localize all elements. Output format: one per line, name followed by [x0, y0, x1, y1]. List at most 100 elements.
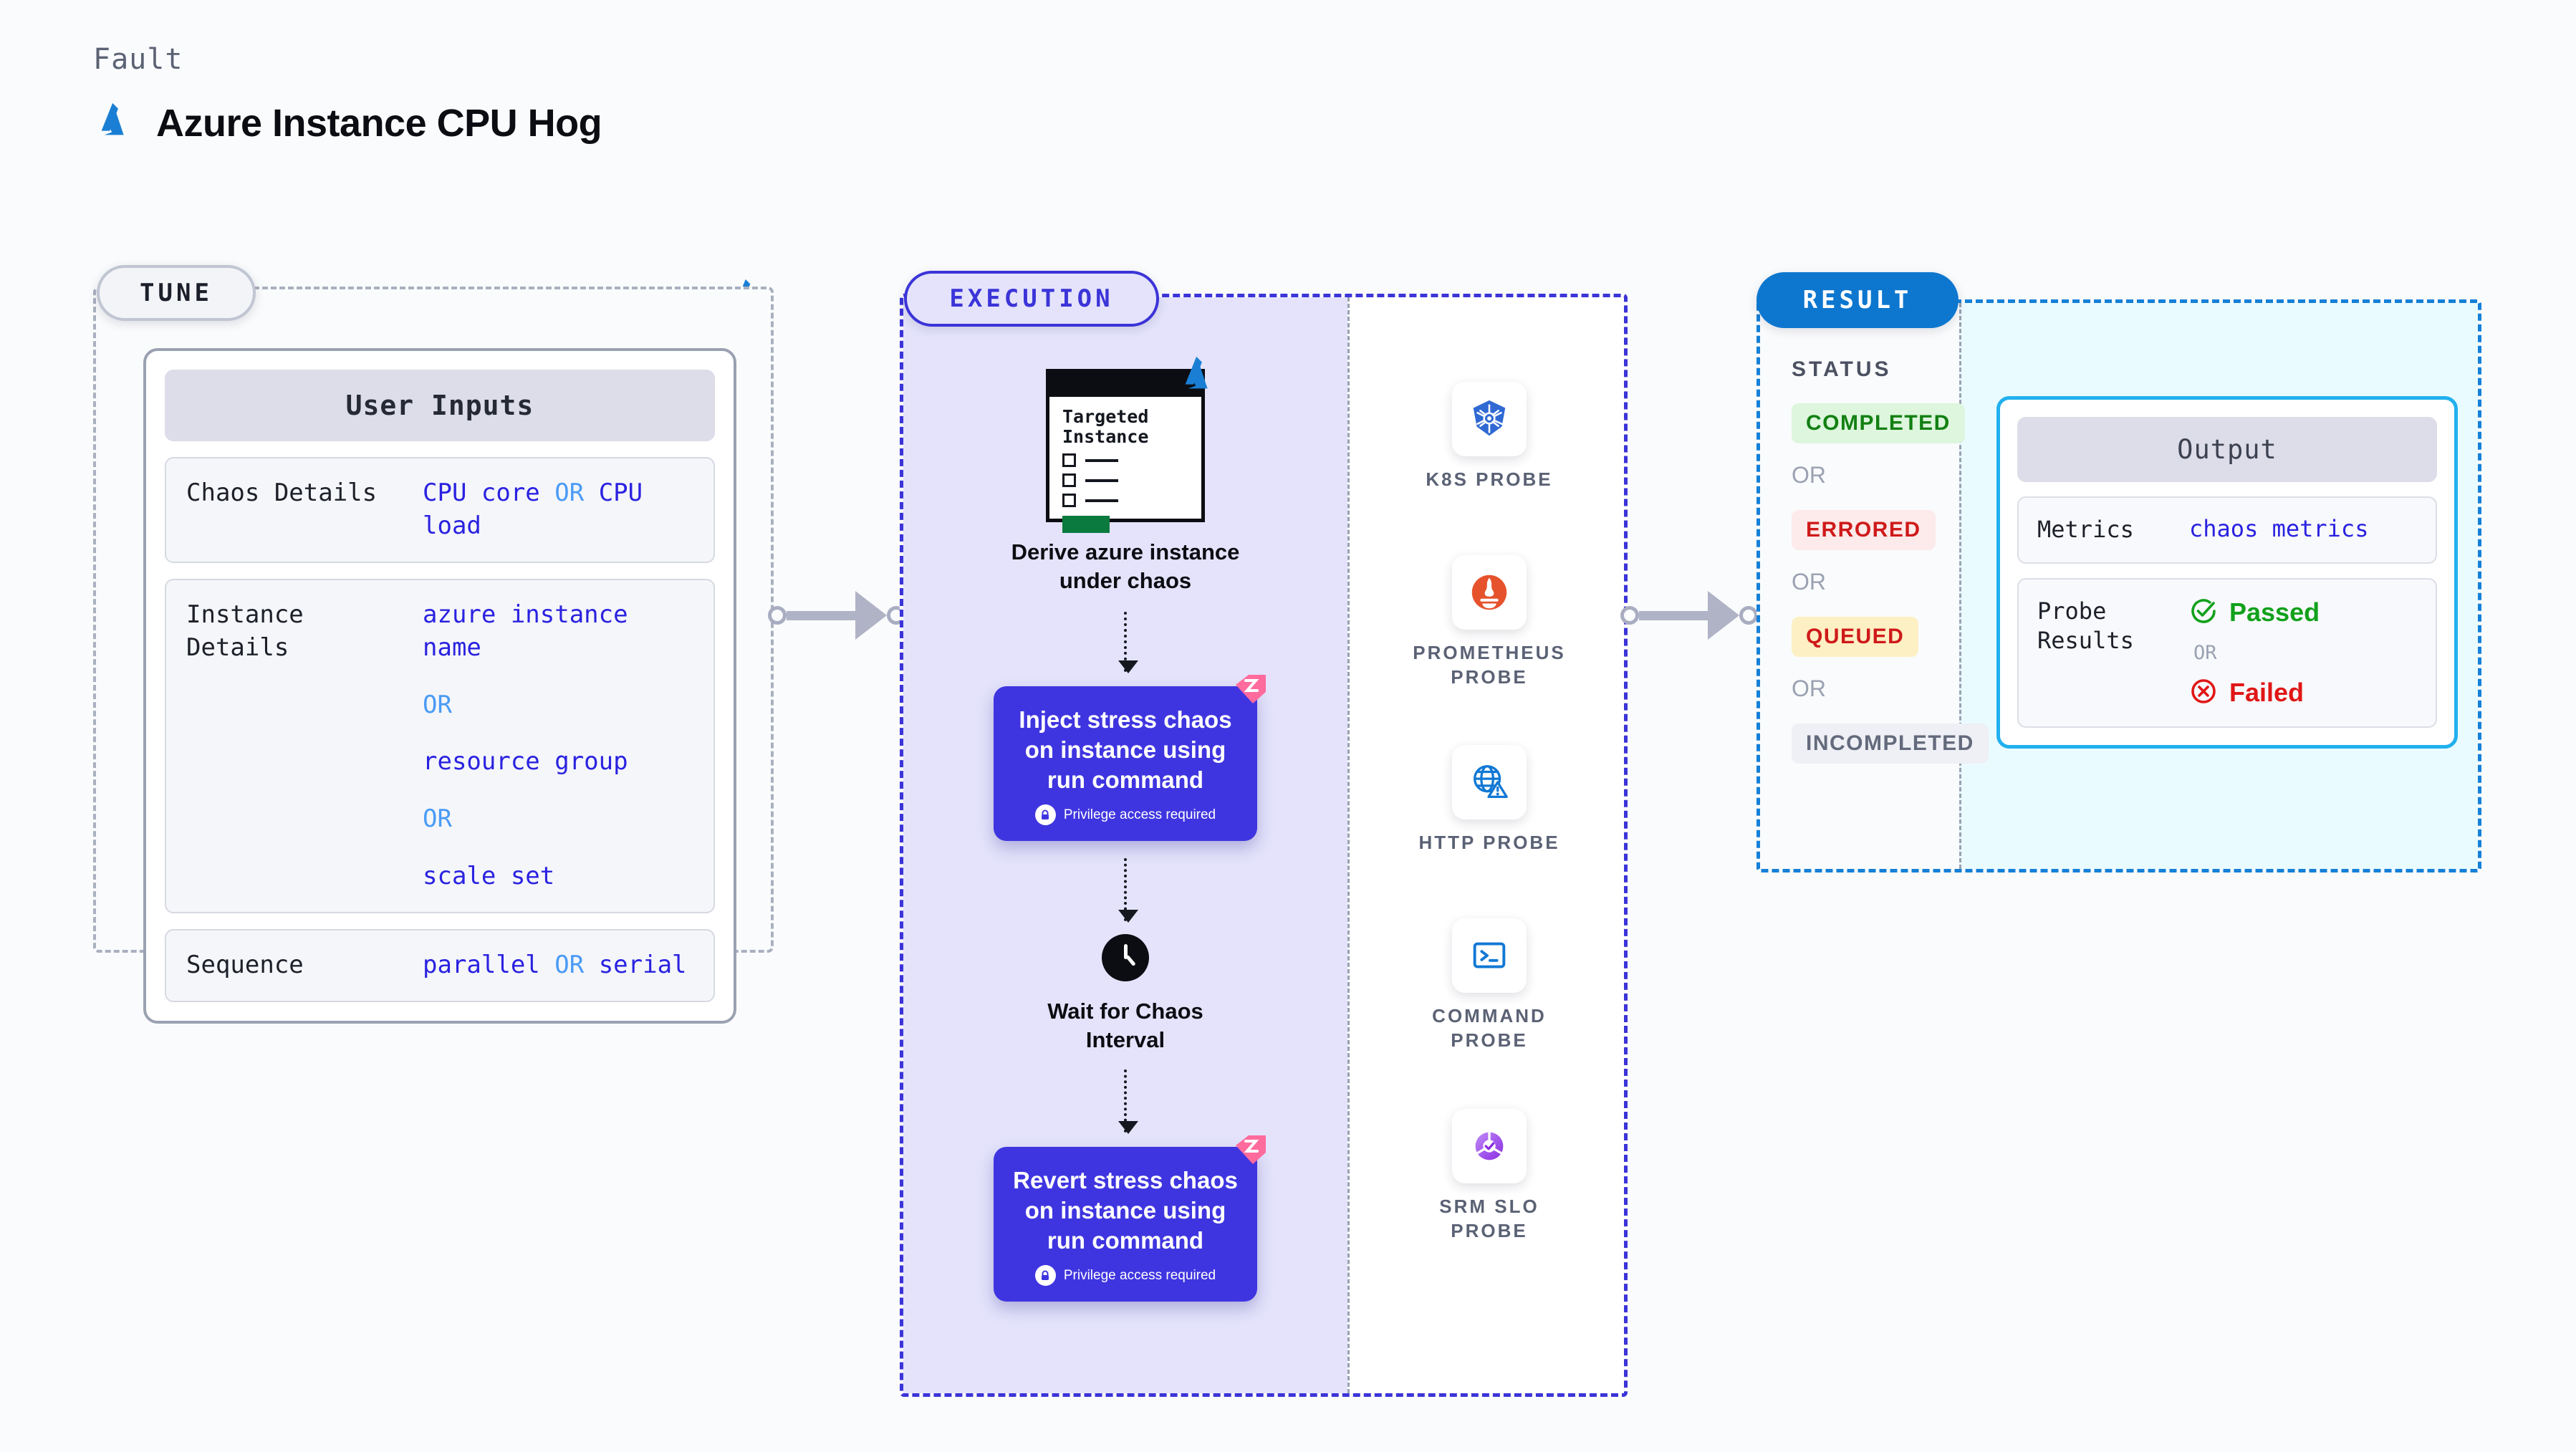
connector-knob	[768, 606, 787, 625]
result-panel: STATUS COMPLETED OR ERRORED OR QUEUED OR…	[1756, 299, 2481, 872]
harness-ribbon-icon	[1234, 1134, 1267, 1169]
check-circle-icon	[2189, 597, 2218, 629]
execution-steps-column: Targeted Instance Derive azure instance …	[903, 297, 1347, 1393]
revert-stress-chaos-card[interactable]: Revert stress chaos on instance using ru…	[994, 1135, 1266, 1302]
lock-icon	[1034, 804, 1056, 826]
row-value: Passed OR Failed	[2189, 597, 2320, 709]
tune-panel-tag[interactable]: TUNE	[97, 265, 256, 321]
row-value: azure instance name OR resource group OR…	[423, 599, 693, 893]
probes-column: K8S PROBE PROMETHEUS PROBE	[1347, 297, 1631, 1393]
x-circle-icon	[2189, 677, 2218, 709]
card-title: Revert stress chaos on instance using ru…	[1013, 1167, 1238, 1254]
row-value: chaos metrics	[2189, 515, 2369, 542]
or-text: OR	[1792, 675, 1826, 701]
passed-text: Passed	[2229, 597, 2320, 628]
value-text: scale set	[423, 862, 555, 891]
or-text: OR	[554, 951, 585, 980]
tune-panel: User Inputs Chaos Details CPU core OR CP…	[93, 287, 774, 1024]
status-column: STATUS COMPLETED OR ERRORED OR QUEUED OR…	[1792, 357, 1989, 764]
terminal-icon	[1452, 918, 1527, 994]
probe-item-k8s[interactable]: K8S PROBE	[1426, 382, 1552, 492]
inject-stress-chaos-card[interactable]: Inject stress chaos on instance using ru…	[994, 675, 1266, 842]
clock-icon	[1102, 934, 1149, 982]
connector-arrowhead	[855, 591, 887, 640]
probe-item-srm-slo[interactable]: SRM SLO PROBE	[1439, 1108, 1539, 1244]
srm-slo-icon	[1451, 1108, 1527, 1183]
probe-label: COMMAND PROBE	[1432, 1005, 1547, 1051]
fault-label: Fault	[93, 43, 183, 76]
probe-result-failed: Failed	[2189, 677, 2320, 709]
page-header: Fault Azure Instance CPU Hog	[93, 43, 602, 147]
page-title: Azure Instance CPU Hog	[156, 101, 602, 145]
value-text: CPU load	[423, 479, 643, 540]
status-divider	[1959, 303, 1961, 869]
status-badge-queued: QUEUED	[1792, 617, 1919, 657]
prometheus-icon	[1452, 554, 1527, 630]
doc-check-line	[1062, 473, 1201, 487]
user-inputs-title: User Inputs	[165, 370, 715, 441]
doc-titlebar	[1049, 372, 1201, 397]
execution-panel-tag[interactable]: EXECUTION	[904, 271, 1159, 327]
harness-ribbon-icon	[1234, 673, 1267, 708]
checkbox-icon	[1062, 453, 1076, 467]
row-value: CPU core OR CPU load	[423, 477, 693, 543]
title-row: Azure Instance CPU Hog	[93, 99, 602, 147]
value-text: CPU core	[423, 479, 540, 507]
value-text: parallel	[423, 951, 540, 980]
or-text: OR	[1792, 462, 1826, 488]
checkbox-icon	[1062, 473, 1076, 487]
rule-line	[1085, 499, 1118, 502]
row-key: Chaos Details	[186, 479, 378, 507]
doc-check-line	[1062, 453, 1201, 467]
probe-item-command[interactable]: COMMAND PROBE	[1432, 918, 1547, 1053]
privilege-text: Privilege access required	[1063, 1267, 1216, 1283]
wait-interval-caption: Wait for Chaos Interval	[1047, 999, 1203, 1052]
result-panel-tag[interactable]: RESULT	[1756, 272, 1959, 328]
or-text: OR	[1792, 569, 1826, 595]
probe-result-passed: Passed	[2189, 597, 2320, 629]
or-text: OR	[554, 479, 585, 507]
value-text: resource group	[423, 747, 628, 777]
connector-knob	[1620, 606, 1639, 625]
tune-row-chaos-details: Chaos Details CPU core OR CPU load	[165, 457, 715, 563]
probe-item-prometheus[interactable]: PROMETHEUS PROBE	[1413, 554, 1566, 690]
probe-label: PROMETHEUS PROBE	[1413, 641, 1566, 688]
probe-label: SRM SLO PROBE	[1439, 1195, 1539, 1241]
connector-execution-to-result	[1620, 591, 1758, 640]
row-value: parallel OR serial	[423, 949, 687, 982]
connector-bar	[787, 610, 857, 620]
privilege-note: Privilege access required	[1012, 804, 1239, 826]
privilege-text: Privilege access required	[1063, 807, 1216, 822]
derive-instance-caption: Derive azure instance under chaos	[1011, 539, 1240, 593]
rule-line	[1085, 458, 1118, 462]
probe-label: HTTP PROBE	[1418, 832, 1560, 854]
targeted-instance-card: Targeted Instance	[1046, 356, 1208, 533]
doc-check-line	[1062, 494, 1201, 507]
probe-label: K8S PROBE	[1426, 468, 1553, 490]
probe-item-http[interactable]: HTTP PROBE	[1418, 745, 1559, 855]
http-globe-warning-icon	[1451, 745, 1527, 820]
or-text: OR	[423, 690, 452, 719]
connector-arrowhead	[1708, 591, 1739, 640]
doc-title: Targeted Instance	[1062, 406, 1149, 447]
azure-logo-icon	[1177, 352, 1221, 400]
tune-row-sequence: Sequence parallel OR serial	[165, 929, 715, 1003]
status-badge-completed: COMPLETED	[1792, 403, 1965, 443]
execution-probes-panel: Targeted Instance Derive azure instance …	[900, 294, 1628, 1397]
doc-status-bar	[1062, 516, 1110, 533]
row-key: Sequence	[186, 951, 304, 980]
flow-arrow	[1118, 858, 1138, 923]
or-text: OR	[423, 804, 452, 834]
status-label: STATUS	[1792, 357, 1892, 381]
rule-line	[1085, 479, 1118, 482]
status-badge-errored: ERRORED	[1792, 510, 1936, 550]
kubernetes-icon	[1451, 382, 1527, 456]
flow-arrow	[1118, 1069, 1138, 1135]
output-title: Output	[2017, 417, 2437, 482]
flow-arrow	[1118, 612, 1138, 674]
